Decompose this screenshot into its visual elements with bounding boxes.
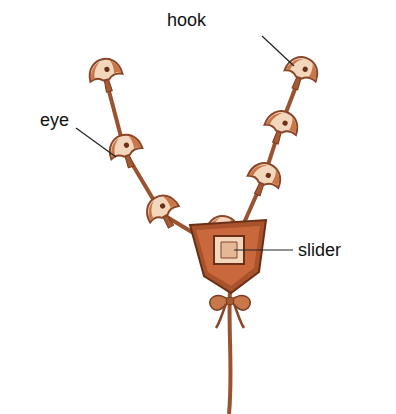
part-name: eye — [40, 111, 69, 129]
part-name: slider — [298, 241, 341, 259]
part-name: hook — [167, 11, 206, 29]
pull-tab-bow — [210, 296, 251, 328]
zipper-teeth — [86, 52, 322, 249]
zipper-tapes — [105, 76, 300, 414]
slider-body — [190, 220, 266, 293]
leader-lines — [76, 36, 294, 250]
